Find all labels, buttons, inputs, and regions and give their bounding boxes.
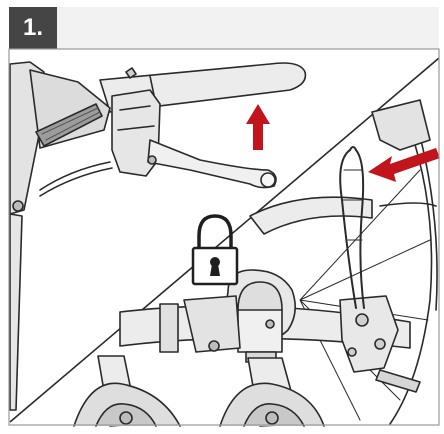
brake-lever-detail	[9, 61, 307, 411]
panel-border	[8, 48, 440, 426]
step-badge-bg	[9, 7, 57, 49]
arrow-left-icon	[368, 148, 440, 182]
header-bar	[9, 7, 439, 49]
arrow-up-icon	[246, 104, 270, 150]
diagonal-divider	[9, 57, 440, 423]
step-number: 1.	[22, 14, 43, 41]
wheel-lock-detail	[73, 99, 438, 427]
lock-icon	[191, 214, 239, 286]
